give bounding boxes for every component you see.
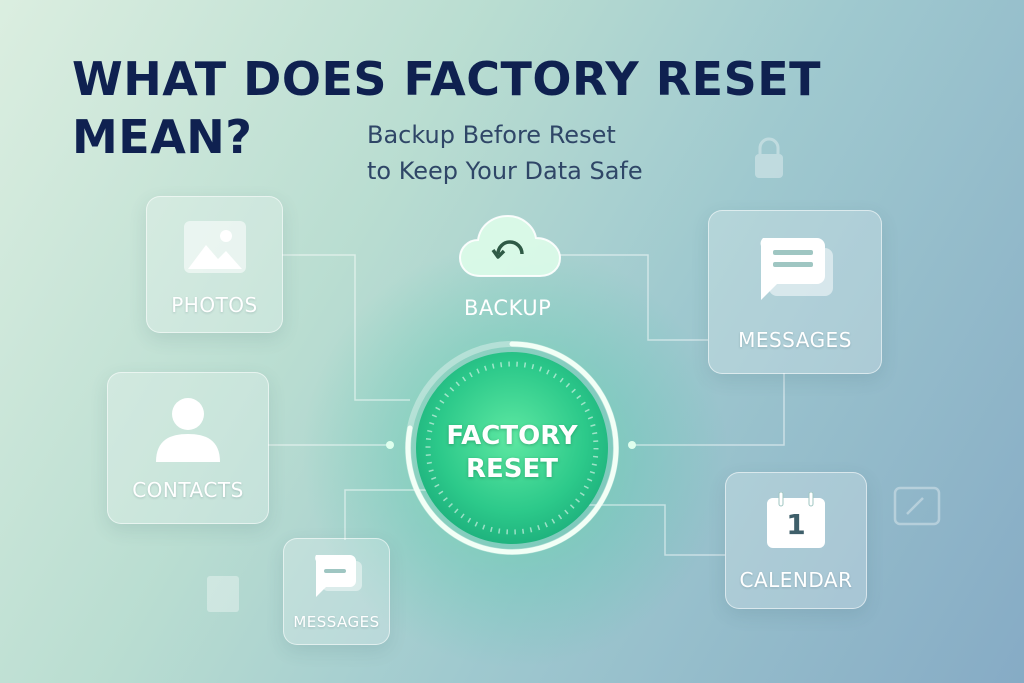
cloud-sync-icon[interactable] xyxy=(458,212,562,280)
subtitle-line-1: Backup Before Reset xyxy=(367,121,616,149)
line-backup xyxy=(560,254,708,341)
folder-icon xyxy=(893,486,941,526)
line-messages-right xyxy=(632,373,785,446)
dial-progress-arc xyxy=(405,341,619,555)
calendar-day: 1 xyxy=(786,507,806,541)
subtitle-line-2: to Keep Your Data Safe xyxy=(367,157,643,185)
calendar-card[interactable]: 1 CALENDAR xyxy=(725,472,867,609)
factory-reset-line-1: FACTORY xyxy=(446,421,578,451)
calendar-label: CALENDAR xyxy=(739,567,853,592)
lock-icon xyxy=(755,137,783,178)
chat-icon xyxy=(760,238,833,300)
line-messages-small xyxy=(344,489,430,540)
messages-small-label: MESSAGES xyxy=(293,612,380,631)
contacts-label: CONTACTS xyxy=(132,478,244,502)
person-icon xyxy=(156,398,220,462)
messages-card-small[interactable]: MESSAGES xyxy=(283,538,390,645)
image-icon xyxy=(183,220,246,273)
page-title: WHAT DOES FACTORY RESET MEAN? xyxy=(72,52,822,164)
photos-label: PHOTOS xyxy=(171,292,258,317)
messages-node xyxy=(628,441,636,449)
calendar-icon: 1 xyxy=(765,491,827,550)
factory-reset-dial[interactable] xyxy=(392,328,632,568)
subtitle: Backup Before Reset to Keep Your Data Sa… xyxy=(367,117,643,189)
messages-card-right[interactable]: MESSAGES xyxy=(708,210,882,374)
backup-label: BACKUP xyxy=(464,296,552,320)
factory-reset-label: FACTORY RESET xyxy=(412,420,612,486)
line-photos xyxy=(282,254,410,401)
messages-right-label: MESSAGES xyxy=(738,328,852,352)
photos-card[interactable]: PHOTOS xyxy=(146,196,283,333)
line-calendar xyxy=(560,504,725,556)
factory-reset-line-2: RESET xyxy=(465,454,558,484)
contacts-card[interactable]: CONTACTS xyxy=(107,372,269,524)
chat-icon xyxy=(314,554,362,597)
contacts-node xyxy=(386,441,394,449)
file-icon xyxy=(207,576,239,612)
